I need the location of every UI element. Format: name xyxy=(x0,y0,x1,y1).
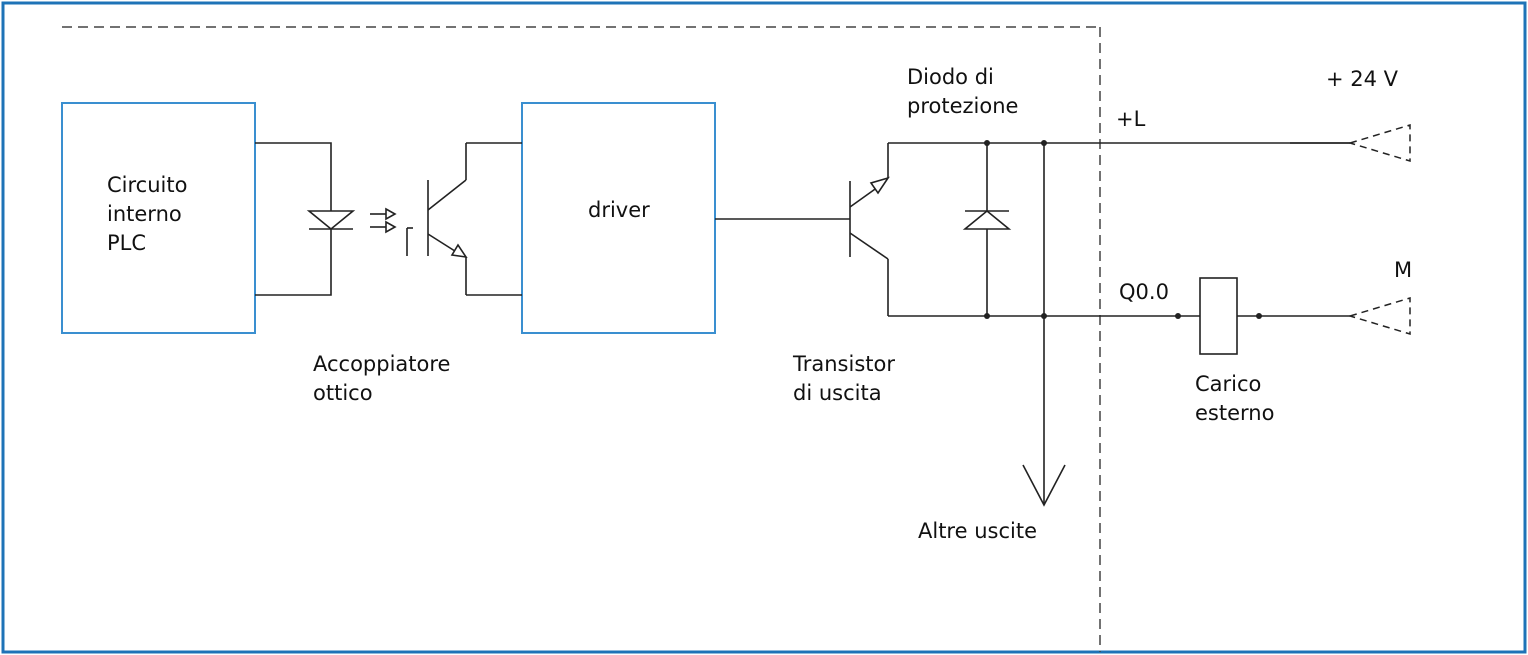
plus-l-label: +L xyxy=(1116,107,1146,131)
light-arrows-icon xyxy=(370,207,397,234)
plc-internal-block xyxy=(61,102,256,334)
plc-block-label: Circuito interno PLC xyxy=(107,171,187,258)
load-label-line1: Carico xyxy=(1195,372,1262,396)
diode-label-line2: protezione xyxy=(907,94,1019,118)
other-outputs-label: Altre uscite xyxy=(918,519,1037,543)
optocoupler-label: Accoppiatore ottico xyxy=(313,350,450,408)
diode-label: Diodo di protezione xyxy=(907,63,1018,121)
load-label-line2: esterno xyxy=(1195,401,1275,425)
transistor-label-line1: Transistor xyxy=(793,352,895,376)
transistor-label-line2: di uscita xyxy=(793,381,882,405)
other-outputs-arrow xyxy=(1022,143,1066,507)
junction-dots xyxy=(984,140,1262,319)
load-label: Carico esterno xyxy=(1195,370,1274,428)
protection-diode-icon xyxy=(962,143,1012,316)
plc-label-line2: interno xyxy=(107,202,182,226)
driver-block xyxy=(521,102,716,334)
optocoupler-label-line1: Accoppiatore xyxy=(313,352,451,376)
driver-label: driver xyxy=(588,198,650,222)
ground-terminal-icon xyxy=(1347,296,1411,336)
supply-label: + 24 V xyxy=(1326,67,1399,91)
diode-label-line1: Diodo di xyxy=(907,65,994,89)
supply-terminal-icon xyxy=(1290,123,1411,163)
plc-label-line1: Circuito xyxy=(107,173,188,197)
plc-boundary xyxy=(62,26,1101,652)
led-icon xyxy=(306,210,356,231)
output-label: Q0.0 xyxy=(1119,280,1169,304)
phototransistor-icon xyxy=(406,142,522,296)
transistor-label: Transistor di uscita xyxy=(793,350,895,408)
plc-label-line3: PLC xyxy=(107,231,147,255)
ground-label: M xyxy=(1394,258,1413,282)
optocoupler-label-line2: ottico xyxy=(313,381,373,405)
output-transistor-icon xyxy=(849,143,890,316)
external-load-icon xyxy=(1199,277,1238,355)
